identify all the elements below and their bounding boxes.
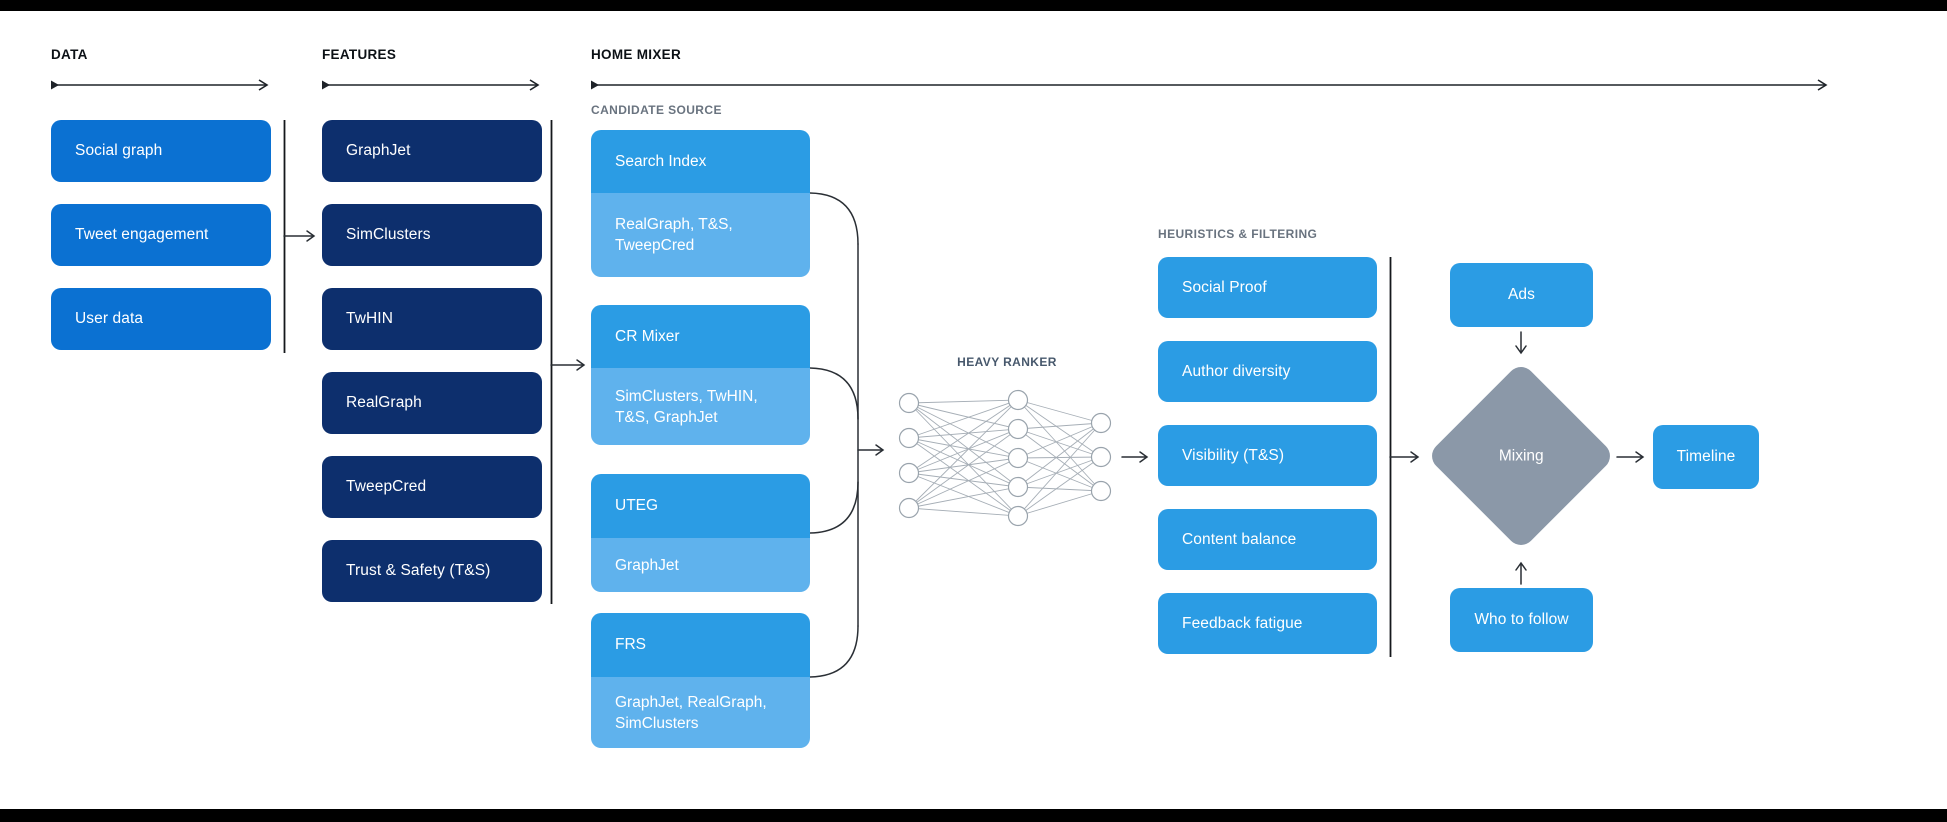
arrow-ranker-to-heuristics [1121, 451, 1149, 463]
heuristic-box-feedback-fatigue: Feedback fatigue [1158, 593, 1377, 654]
mixing-diamond: Mixing [1426, 361, 1616, 551]
candidate-name: CR Mixer [615, 327, 680, 345]
box-label: TweepCred [346, 478, 427, 495]
box-label: GraphJet [346, 142, 411, 159]
heuristic-box-visibility: Visibility (T&S) [1158, 425, 1377, 486]
box-label: SimClusters [346, 226, 431, 243]
arrow-data-to-features [283, 230, 316, 242]
candidate-inputs-label: RealGraph, T&S, TweepCred [615, 216, 733, 254]
candidate-inputs: SimClusters, TwHIN, T&S, GraphJet [591, 368, 810, 445]
arrow-who-to-follow-to-mixing [1515, 561, 1527, 585]
curve-frs [809, 625, 859, 678]
feature-box-tweepcred: TweepCred [322, 456, 542, 518]
timeline-box: Timeline [1653, 425, 1759, 489]
candidate-header: UTEG [591, 474, 810, 538]
arrow-ads-to-mixing [1515, 331, 1527, 355]
box-label: Ads [1507, 286, 1535, 303]
data-box-user-data: User data [51, 288, 271, 350]
feature-box-trust-safety: Trust & Safety (T&S) [322, 540, 542, 602]
bottom-black-bar [0, 809, 1947, 822]
curve-search-index [809, 192, 859, 245]
arrow-mixing-to-timeline [1616, 451, 1645, 463]
section-arrows [51, 79, 1828, 91]
candidate-inputs: GraphJet, RealGraph, SimClusters [591, 677, 810, 748]
candidate-header: CR Mixer [591, 305, 810, 368]
candidate-inputs: GraphJet [591, 538, 810, 592]
candidate-source-search-index: Search Index RealGraph, T&S, TweepCred [591, 130, 810, 277]
label-candidate-source: CANDIDATE SOURCE [591, 103, 722, 117]
label-heuristics-filtering: HEURISTICS & FILTERING [1158, 227, 1318, 241]
box-label: TwHIN [346, 310, 393, 327]
candidate-source-cr-mixer: CR Mixer SimClusters, TwHIN, T&S, GraphJ… [591, 305, 810, 445]
curve-cr-mixer [809, 367, 859, 420]
section-label-home-mixer: HOME MIXER [591, 47, 682, 62]
candidate-name: FRS [615, 636, 646, 653]
arrow-features-to-mixer [550, 359, 586, 371]
top-black-bar [0, 0, 1947, 11]
candidate-name: UTEG [615, 497, 659, 514]
candidate-source-frs: FRS GraphJet, RealGraph, SimClusters [591, 613, 810, 748]
feature-box-realgraph: RealGraph [322, 372, 542, 434]
feature-box-twhin: TwHIN [322, 288, 542, 350]
feature-box-simclusters: SimClusters [322, 204, 542, 266]
box-label: Author diversity [1182, 362, 1291, 380]
candidate-inputs: RealGraph, T&S, TweepCred [591, 193, 810, 277]
who-to-follow-box: Who to follow [1450, 588, 1593, 652]
section-label-data: DATA [51, 47, 88, 62]
arrow-heuristics-to-mixing [1389, 451, 1420, 463]
network-nodes [898, 389, 1112, 527]
data-box-tweet-engagement: Tweet engagement [51, 204, 271, 266]
box-label: Feedback fatigue [1182, 614, 1303, 632]
candidate-header: FRS [591, 613, 810, 677]
candidate-source-uteg: UTEG GraphJet [591, 474, 810, 592]
box-label: RealGraph [346, 394, 422, 411]
box-label: Visibility (T&S) [1182, 446, 1285, 464]
heuristic-box-content-balance: Content balance [1158, 509, 1377, 570]
heuristic-box-social-proof: Social Proof [1158, 257, 1377, 318]
box-label: Social Proof [1182, 278, 1267, 296]
candidate-name: Search Index [615, 152, 707, 170]
section-arrow-start-caps [51, 80, 599, 90]
heuristic-box-author-diversity: Author diversity [1158, 341, 1377, 402]
candidate-inputs-label: GraphJet [615, 556, 679, 574]
box-label: Trust & Safety (T&S) [346, 562, 491, 579]
candidate-inputs-label: GraphJet, RealGraph, SimClusters [615, 693, 767, 732]
feature-box-graphjet: GraphJet [322, 120, 542, 182]
box-label: User data [75, 310, 144, 327]
box-label: Social graph [75, 142, 163, 159]
curve-uteg [809, 481, 859, 534]
data-box-social-graph: Social graph [51, 120, 271, 182]
candidate-inputs-label: SimClusters, TwHIN, T&S, GraphJet [615, 387, 758, 426]
section-label-features: FEATURES [322, 47, 397, 62]
candidate-header: Search Index [591, 130, 810, 193]
ads-box: Ads [1450, 263, 1593, 327]
label-heavy-ranker: HEAVY RANKER [957, 355, 1057, 369]
box-label: Timeline [1676, 448, 1736, 465]
box-label: Tweet engagement [75, 226, 209, 243]
mixing-label: Mixing [1498, 446, 1544, 464]
network-edges [908, 399, 1102, 517]
box-label: Who to follow [1474, 611, 1569, 628]
arrow-candidates-to-ranker [857, 444, 885, 456]
box-label: Content balance [1182, 530, 1297, 548]
